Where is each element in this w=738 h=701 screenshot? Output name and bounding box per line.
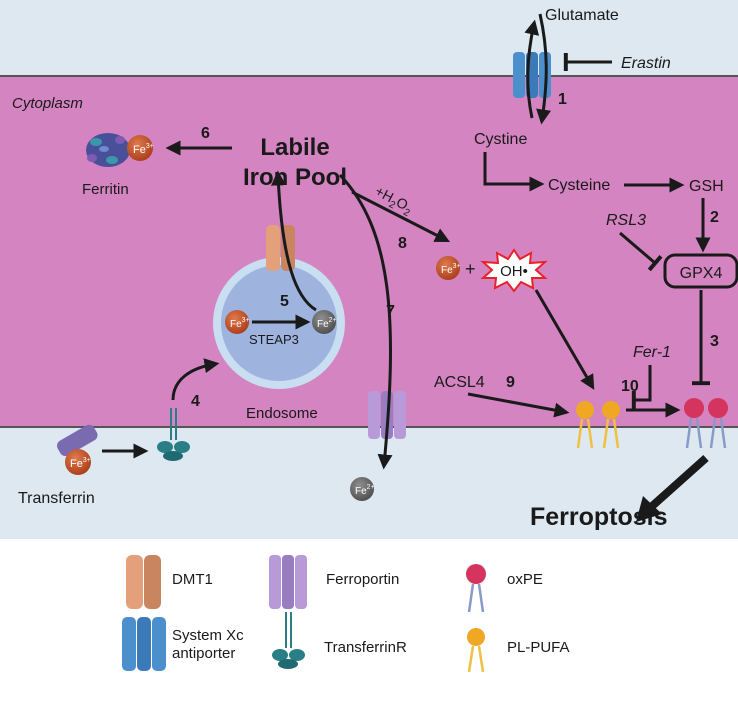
legend-ferroportin-label: Ferroportin: [326, 571, 399, 588]
endosome-fe3-ion: [225, 310, 249, 334]
legend-pl-pufa-icon: [467, 628, 485, 673]
cystine-import-arrow: [536, 13, 551, 125]
erastin-label: Erastin: [621, 55, 671, 72]
step-5: 5: [280, 293, 289, 310]
endosome-fe2-symbol: Fe2+: [317, 317, 337, 330]
transferrin-iron-ion: [65, 449, 91, 475]
endosome-to-lip-arrow: [270, 170, 317, 312]
step-7: 7: [386, 303, 395, 320]
oxpe-molecules-icon: [684, 398, 728, 449]
acsl4-arrow: [467, 392, 570, 418]
fer1-label: Fer-1: [633, 344, 671, 361]
acsl4-label: ACSL4: [434, 374, 485, 391]
ferroptosis-label: Ferroptosis: [530, 503, 668, 531]
cystine-label: Cystine: [474, 131, 527, 148]
cysteine-label: Cysteine: [548, 177, 610, 194]
cytoplasm-label: Cytoplasm: [12, 95, 83, 112]
labile-iron-pool-line1: Labile: [260, 134, 329, 161]
receptor-endocytosis-arrow: [171, 358, 220, 401]
endosome-fe2-ion: [312, 310, 336, 334]
cystine-to-cysteine-arrow: [483, 152, 545, 192]
pl-pufa-molecules-icon: [576, 401, 620, 449]
legend-dmt1-icon: [126, 555, 161, 609]
step-9: 9: [506, 374, 515, 391]
hydroxyl-radical-burst: [480, 248, 548, 293]
hydroxyl-label: OH•: [500, 263, 528, 280]
fenton-fe3-ion: [436, 256, 460, 280]
legend-ferroportin-icon: [269, 555, 307, 609]
h2o2-label: +H2O2: [371, 183, 416, 220]
legend-oxpe-icon: [466, 564, 486, 613]
legend-pl-pufa-label: PL-PUFA: [507, 639, 570, 656]
glutamate-label: Glutamate: [545, 7, 619, 24]
lip-export-arrow: [338, 173, 393, 470]
labile-iron-pool-line2: Iron Pool: [243, 164, 347, 191]
step-6: 6: [201, 125, 210, 142]
transferrin-receptor-icon: [157, 408, 190, 461]
extracellular-space-top: [0, 0, 738, 76]
ferritin-fe-symbol: Fe3+: [133, 143, 154, 156]
step-4: 4: [191, 393, 200, 410]
legend-system-xc-icon: [122, 617, 166, 671]
fenton-plus: +: [465, 259, 476, 279]
ferritin-iron-ion: [127, 135, 153, 161]
ferroptosis-arrow-head: [636, 496, 662, 522]
legend-oxpe-label: oxPE: [507, 571, 543, 588]
gpx4-box: [663, 253, 738, 289]
steap3-label: STEAP3: [249, 332, 299, 347]
step-10: 10: [621, 378, 639, 395]
step-2: 2: [710, 209, 719, 226]
glutamate-export-arrow: [524, 19, 540, 119]
transferrin-fe-symbol: Fe3+: [70, 457, 91, 470]
ferritin-icon: [86, 133, 130, 167]
step-3: 3: [710, 333, 719, 350]
endosome-fe3-symbol: Fe3+: [230, 317, 250, 330]
transferrin-protein-icon: [57, 424, 98, 457]
endosome-label: Endosome: [246, 405, 318, 422]
transferrin-label: Transferrin: [18, 490, 95, 507]
dmt1-transporter-icon: [266, 225, 295, 271]
rsl3-label: RSL3: [606, 212, 646, 229]
ferroptosis-arrow-shaft: [647, 455, 709, 511]
legend: DMT1 Ferroportin oxPE System Xc antiport…: [122, 555, 570, 673]
radical-to-pufa-arrow: [534, 289, 595, 390]
legend-system-xc-line1: System Xc: [172, 627, 244, 644]
exported-fe2-symbol: Fe2+: [355, 484, 375, 497]
exported-fe2-ion: [350, 477, 374, 501]
fenton-reaction-arrow: [351, 190, 451, 243]
step-8: 8: [398, 235, 407, 252]
gsh-label: GSH: [689, 178, 724, 195]
step-1: 1: [558, 91, 567, 108]
fenton-fe3-symbol: Fe3+: [441, 263, 461, 276]
legend-transferrinr-icon: [272, 612, 305, 669]
cytoplasm-region: [0, 76, 738, 427]
legend-dmt1-label: DMT1: [172, 571, 213, 588]
legend-system-xc-line2: antiporter: [172, 645, 235, 662]
legend-transferrinr-label: TransferrinR: [324, 639, 407, 656]
ferritin-label: Ferritin: [82, 181, 129, 198]
gpx4-label: GPX4: [680, 265, 723, 282]
rsl3-inhibition: [619, 231, 663, 272]
fer1-inhibition: [631, 365, 652, 409]
